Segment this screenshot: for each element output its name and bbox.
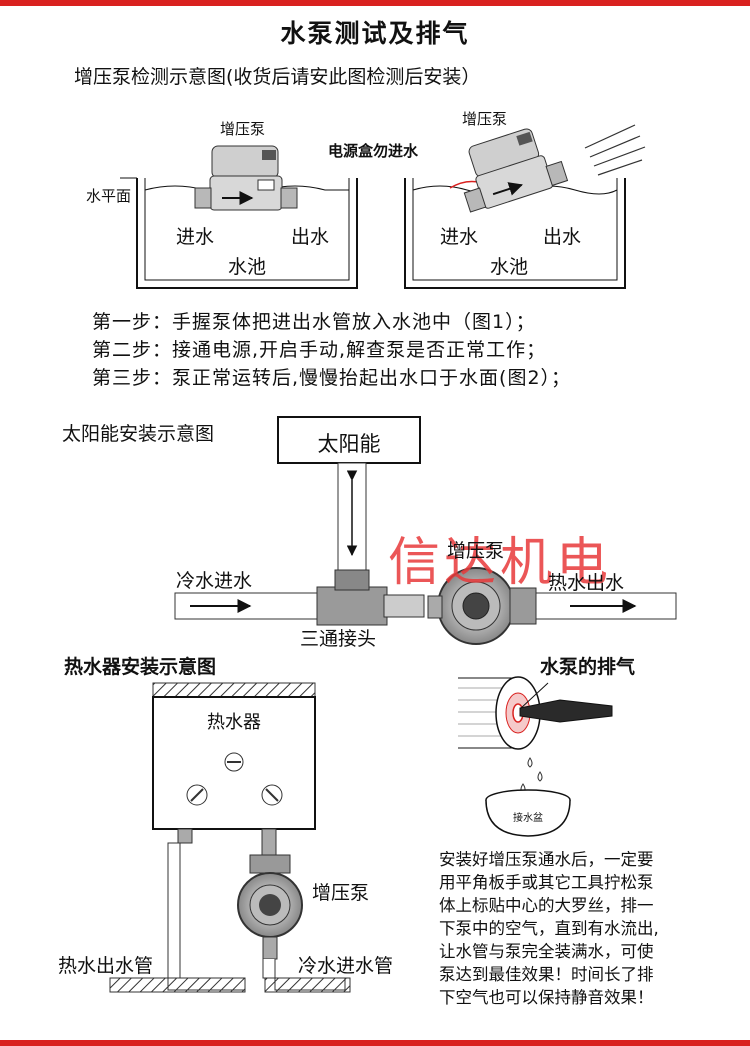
solar-pump-label: 增压泵 [447,540,505,562]
hot-water-out-label: 热水出水 [548,572,625,594]
screwdriver-icon [519,682,613,723]
fig1-water-level-label: 水平面 [86,187,132,205]
instruction-line: 体上标贴中心的大罗丝，排一 [439,896,654,915]
hot-water-pipe-label: 热水出水管 [58,955,154,977]
instruction-line: 下泵中的空气，直到有水流出, [439,919,659,938]
bleed-heading: 水泵的排气 [540,656,636,678]
fig1-pool-label: 水池 [228,256,267,278]
bleed-instructions: 安装好增压泵通水后，一定要 用平角板手或其它工具拧松泵 体上标贴中心的大罗丝，排… [439,848,659,1009]
cold-water-pipe-label: 冷水进水管 [298,955,394,977]
fig2-pump-label: 增压泵 [462,110,508,128]
solar-pump [427,567,537,645]
step-2: 第二步：接通电源,开启手动,解查泵是否正常工作； [92,339,547,361]
cold-water-pipe [174,592,321,620]
top-red-bar [0,0,750,6]
tee-joint-label: 三通接头 [300,628,377,650]
water-spray [584,124,646,176]
heater-pump-label: 增压泵 [312,882,370,904]
figure-2-pump [463,128,569,213]
fig1-outlet-label: 出水 [291,226,330,248]
solar-heading: 太阳能安装示意图 [62,423,215,445]
basin-label: 接水盆 [513,813,543,824]
instruction-line: 用平角板手或其它工具拧松泵 [439,873,654,892]
heater-heading: 热水器安装示意图 [64,656,217,678]
instruction-line: 下空气也可以保持静音效果！ [439,988,654,1007]
watermark: 信达机电 [388,533,613,593]
fig2-pool-label: 水池 [490,256,529,278]
water-heater [152,682,316,830]
cold-water-in-label: 冷水进水 [176,570,253,592]
heater-unit-label: 热水器 [207,712,261,733]
page-title: 水泵测试及排气 [280,19,470,48]
tee-joint [316,569,425,626]
step-3: 第三步：泵正常运转后,慢慢抬起出水口于水面(图2）； [92,367,572,389]
water-basin [485,789,571,837]
solar-riser-pipe [337,462,367,574]
fig1-pump-label: 增压泵 [220,120,266,138]
instruction-line: 泵达到最佳效果！时间长了排 [439,965,654,984]
instruction-line: 让水管与泵完全装满水，可使 [439,942,654,961]
step-1: 第一步：手握泵体把进出水管放入水池中（图1）； [92,311,536,333]
solar-box-label: 太阳能 [317,432,381,456]
bottom-red-bar [0,1040,750,1046]
hot-water-pipe [535,592,677,620]
bleed-pump-body [458,676,541,750]
check-heading: 增压泵检测示意图(收货后请安此图检测后安装） [74,66,481,88]
fig2-outlet-label: 出水 [543,226,582,248]
heater-hot-pipe [109,828,246,993]
fig2-inlet-label: 进水 [440,226,479,248]
fig1-inlet-label: 进水 [176,226,215,248]
power-box-warning: 电源盒勿进水 [328,142,419,160]
heater-pump [237,828,351,993]
figure-1-pump [194,145,298,211]
instruction-line: 安装好增压泵通水后，一定要 [439,850,654,869]
